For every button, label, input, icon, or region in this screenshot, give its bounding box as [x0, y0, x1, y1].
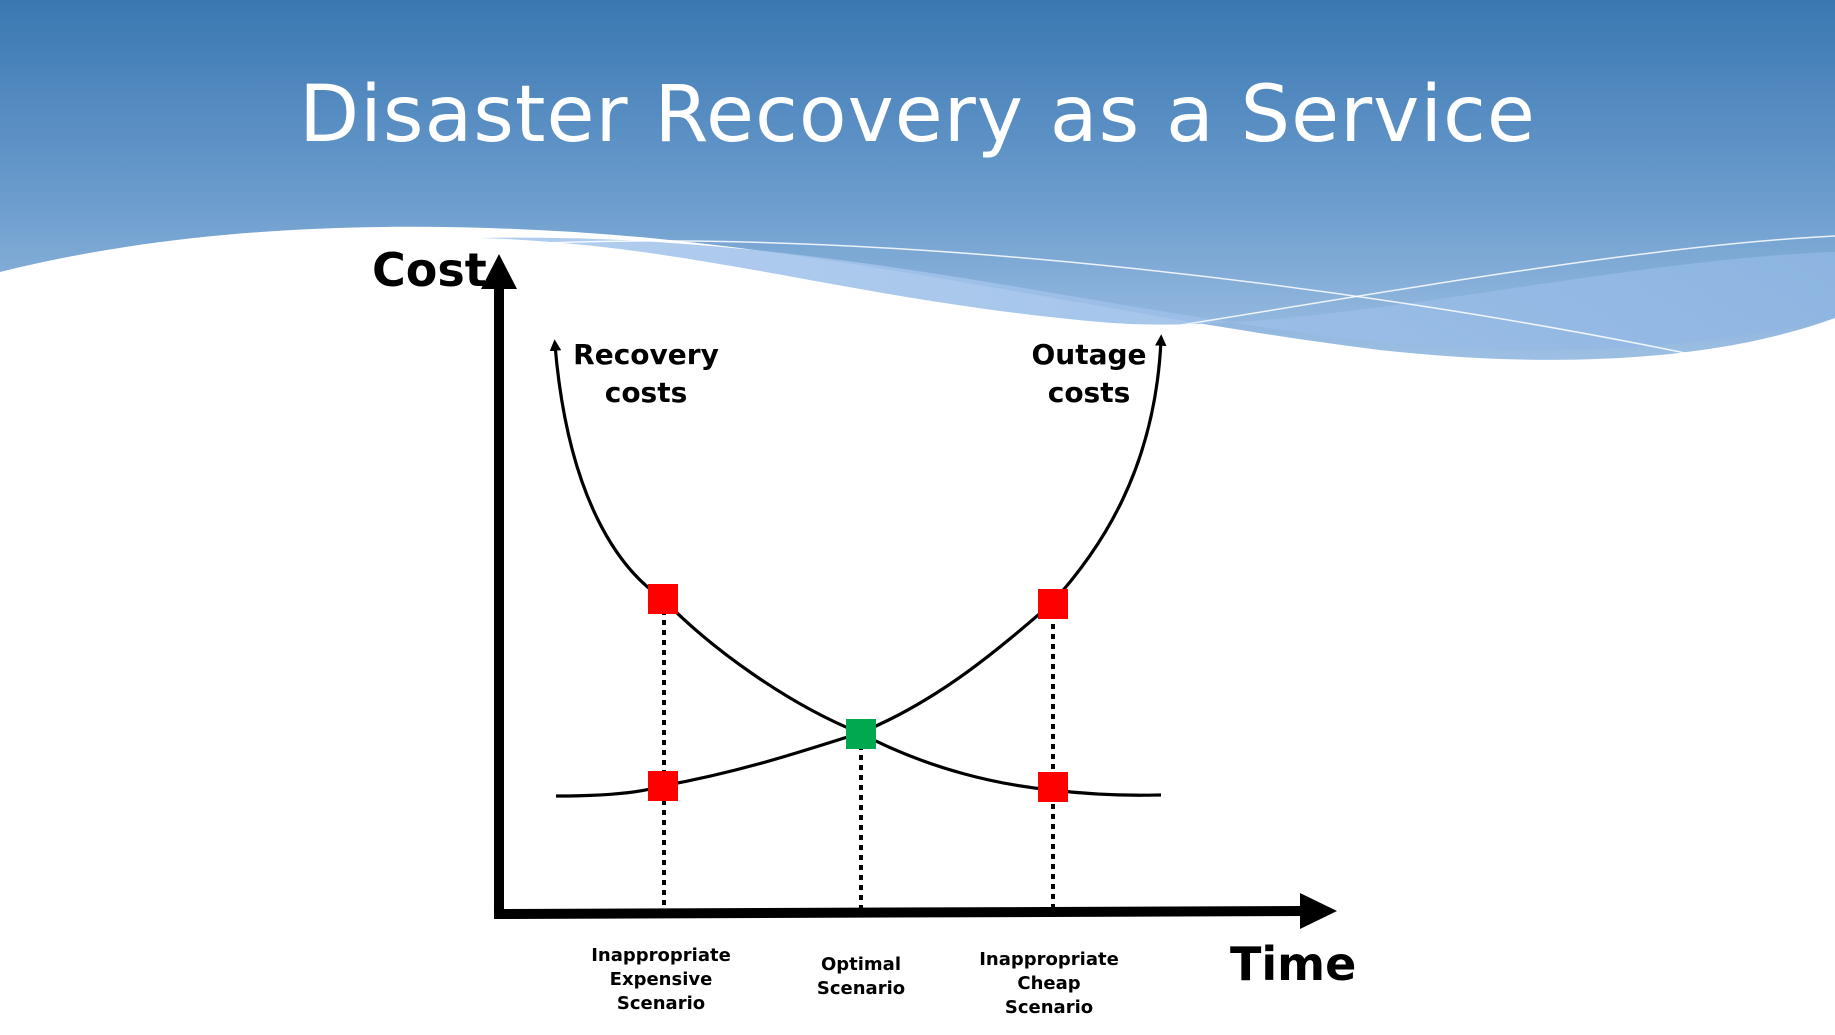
x-axis-label: Time — [1230, 937, 1356, 991]
header-wave-line-1 — [519, 240, 1691, 355]
cheap-scenario-label-line2: Cheap — [1017, 973, 1080, 994]
outage-curve-label-line2: costs — [1048, 376, 1131, 409]
header-wave-line-2 — [1149, 235, 1835, 331]
cheap-scenario-label-line1: Inappropriate — [979, 949, 1119, 970]
header-wave-light — [480, 237, 1835, 350]
y-axis-label: Cost — [372, 243, 487, 297]
outage-curve-label-line1: Outage — [1031, 338, 1146, 371]
x-axis-arrowhead — [1300, 893, 1337, 929]
cheap-recovery-marker — [1038, 772, 1068, 802]
optimal-scenario-label-line2: Scenario — [817, 978, 905, 999]
expensive-recovery-marker — [648, 584, 678, 614]
x-axis-line — [493, 906, 1306, 919]
expensive-scenario-label-line2: Expensive — [610, 969, 713, 990]
cheap-scenario-label-line3: Scenario — [1005, 997, 1093, 1018]
expensive-outage-marker — [648, 771, 678, 801]
recovery-curve-label-line2: costs — [605, 376, 688, 409]
y-axis-arrowhead — [481, 254, 517, 289]
slide-title: Disaster Recovery as a Service — [299, 70, 1536, 160]
optimal-scenario-label-line1: Optimal — [821, 954, 901, 975]
cheap-outage-marker — [1038, 589, 1068, 619]
recovery-curve-label-line1: Recovery — [573, 338, 719, 371]
header-banner — [0, 0, 1835, 360]
optimal-intersection-marker — [846, 719, 876, 749]
header-gradient — [0, 0, 1835, 360]
expensive-scenario-label-line1: Inappropriate — [591, 945, 731, 966]
expensive-scenario-label-line3: Scenario — [617, 993, 705, 1014]
